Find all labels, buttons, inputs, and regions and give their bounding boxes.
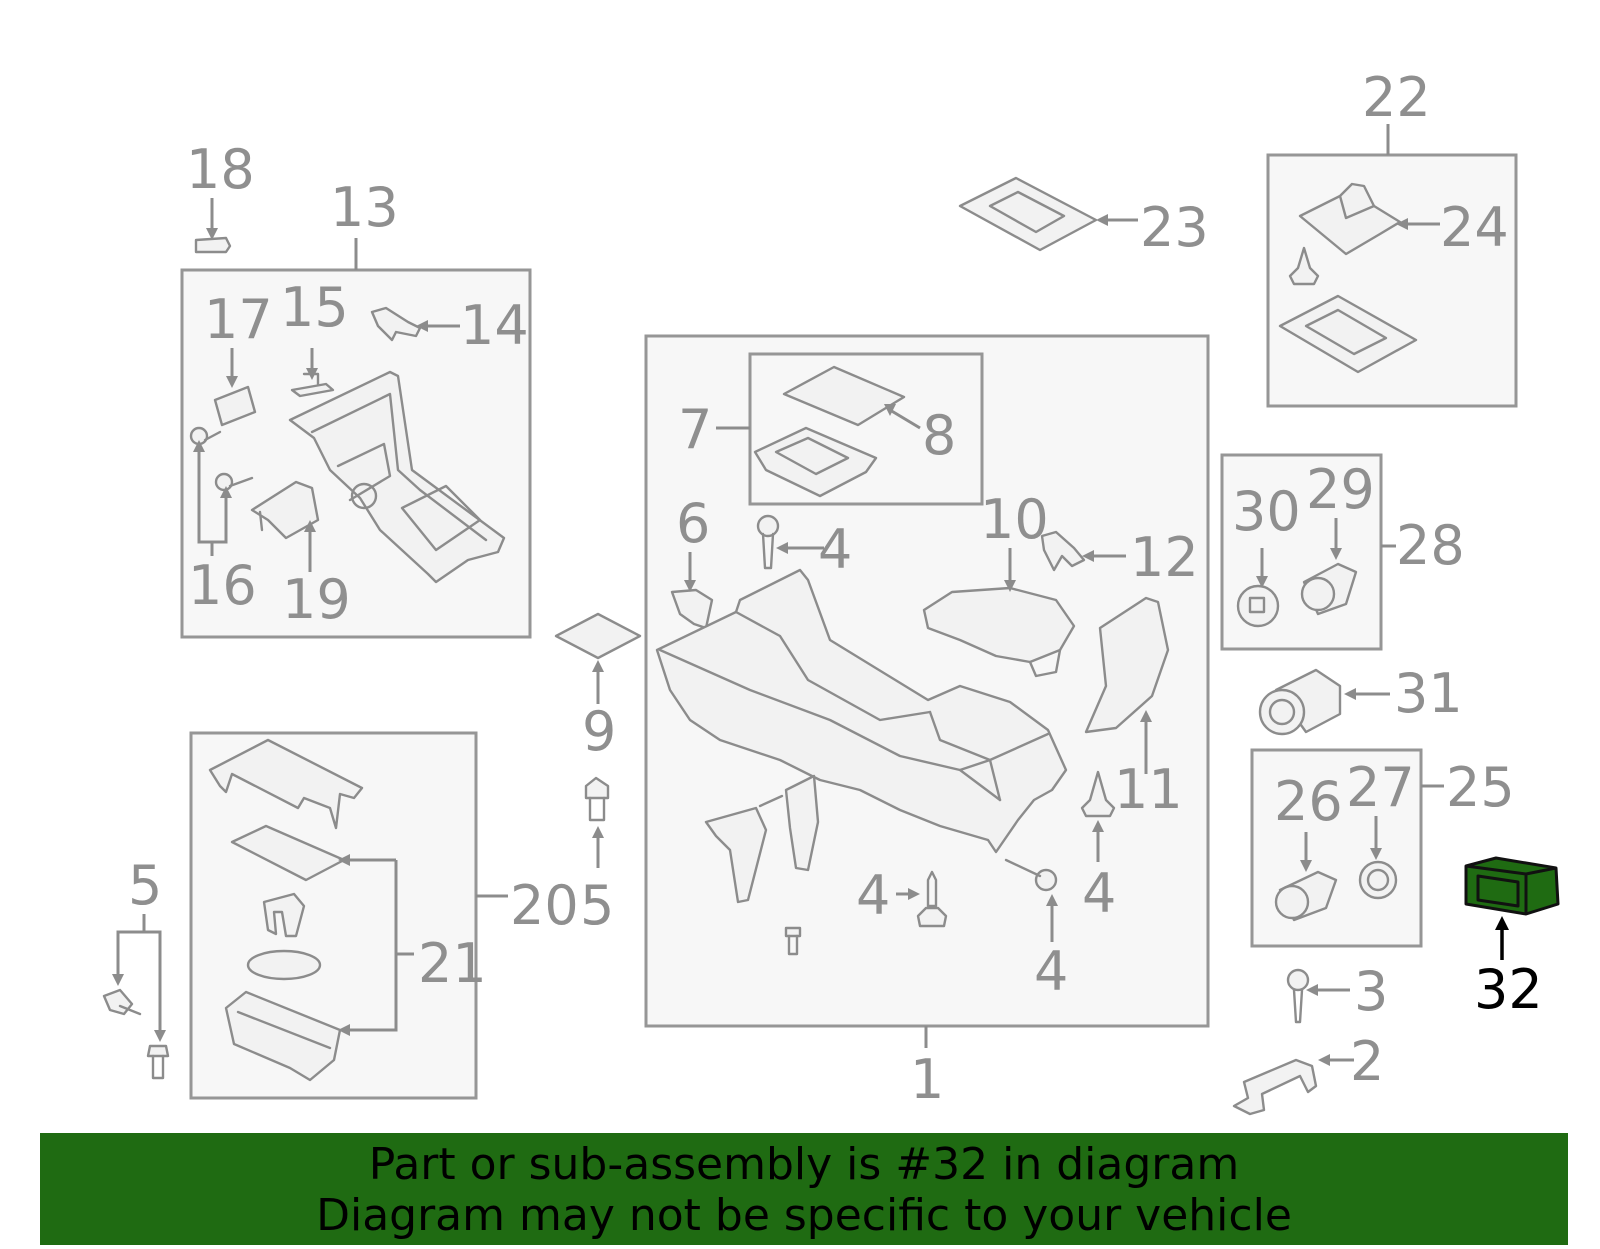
callout-30: 30 bbox=[1232, 480, 1301, 543]
part-12-bracket bbox=[1040, 530, 1086, 572]
part-32-highlighted[interactable] bbox=[1464, 856, 1560, 916]
part-4-pin-right bbox=[1080, 770, 1116, 818]
callout-20: 20 bbox=[510, 874, 579, 937]
callout-26: 26 bbox=[1274, 770, 1343, 833]
info-banner: Part or sub-assembly is #32 in diagram D… bbox=[40, 1133, 1568, 1245]
part-31-socket bbox=[1258, 668, 1342, 736]
callout-4-right: 4 bbox=[1082, 862, 1116, 925]
callout-18: 18 bbox=[186, 138, 255, 201]
callout-13: 13 bbox=[330, 176, 399, 239]
part-27-ring bbox=[1358, 860, 1398, 900]
callout-29: 29 bbox=[1306, 458, 1375, 521]
callout-9: 9 bbox=[582, 700, 616, 763]
part-5-bolts bbox=[102, 988, 170, 1080]
callout-23: 23 bbox=[1140, 196, 1209, 259]
callout-5-center: 5 bbox=[580, 874, 614, 937]
callout-6: 6 bbox=[676, 492, 710, 555]
callout-25: 25 bbox=[1446, 756, 1515, 819]
callout-19: 19 bbox=[282, 568, 351, 631]
part-22-pin bbox=[1288, 246, 1320, 286]
banner-line-2: Diagram may not be specific to your vehi… bbox=[316, 1190, 1292, 1241]
part-10-armrest bbox=[922, 586, 1076, 678]
part-11-panel bbox=[1084, 596, 1170, 734]
part-30-socket bbox=[1236, 584, 1280, 628]
part-4-screw-top bbox=[756, 514, 780, 570]
callout-22: 22 bbox=[1362, 66, 1431, 129]
callout-8: 8 bbox=[922, 404, 956, 467]
part-21-clip bbox=[262, 892, 306, 938]
callout-1: 1 bbox=[910, 1048, 944, 1111]
part-13-bezel bbox=[288, 370, 506, 584]
callout-7: 7 bbox=[678, 398, 712, 461]
callout-3: 3 bbox=[1354, 960, 1388, 1023]
callout-28: 28 bbox=[1396, 514, 1465, 577]
callout-12: 12 bbox=[1130, 526, 1199, 589]
part-5-bolt-center bbox=[584, 776, 610, 822]
callout-27: 27 bbox=[1346, 756, 1415, 819]
part-8-mat bbox=[782, 365, 906, 427]
part-24-boot bbox=[1298, 182, 1402, 256]
part-19-bracket bbox=[250, 480, 320, 540]
callout-4-bottom-center: 4 bbox=[1034, 940, 1068, 1003]
callout-4-top: 4 bbox=[818, 518, 852, 581]
callout-31: 31 bbox=[1394, 662, 1463, 725]
part-17-plate bbox=[213, 385, 257, 427]
part-small-bolt bbox=[784, 926, 802, 956]
callout-14: 14 bbox=[460, 294, 529, 357]
part-23-bezel bbox=[958, 176, 1098, 252]
part-3-screw bbox=[1286, 968, 1310, 1024]
part-7-tray bbox=[753, 426, 878, 498]
callout-11: 11 bbox=[1114, 758, 1183, 821]
callout-17: 17 bbox=[204, 288, 273, 351]
leader-32 bbox=[1495, 916, 1509, 960]
callout-16: 16 bbox=[188, 554, 257, 617]
part-9-pad bbox=[554, 612, 642, 660]
part-4-screw-right bbox=[1004, 858, 1058, 892]
callout-2: 2 bbox=[1350, 1030, 1384, 1093]
callout-10: 10 bbox=[980, 488, 1049, 551]
part-22-bezel bbox=[1278, 294, 1418, 374]
part-18-clip bbox=[194, 236, 232, 254]
part-21-insert bbox=[246, 949, 322, 981]
banner-line-1: Part or sub-assembly is #32 in diagram bbox=[368, 1139, 1240, 1190]
part-2-bracket bbox=[1232, 1058, 1318, 1116]
part-console-brackets bbox=[704, 774, 820, 904]
callout-4-bottom-left: 4 bbox=[856, 864, 890, 927]
part-15-clip bbox=[290, 372, 335, 398]
part-14-bracket bbox=[370, 306, 422, 342]
callout-21: 21 bbox=[418, 932, 487, 995]
callout-5-left: 5 bbox=[128, 854, 162, 917]
part-4-screw-bottom bbox=[916, 870, 948, 928]
part-21-tray-top bbox=[208, 738, 364, 830]
callout-24: 24 bbox=[1440, 196, 1509, 259]
callout-15: 15 bbox=[280, 276, 349, 339]
part-29-socket bbox=[1300, 562, 1358, 616]
part-21-bin bbox=[224, 990, 342, 1082]
callout-32[interactable]: 32 bbox=[1474, 958, 1543, 1021]
part-1-console bbox=[655, 568, 1068, 854]
leader-lines bbox=[112, 124, 1444, 1066]
part-26-socket bbox=[1274, 870, 1338, 922]
